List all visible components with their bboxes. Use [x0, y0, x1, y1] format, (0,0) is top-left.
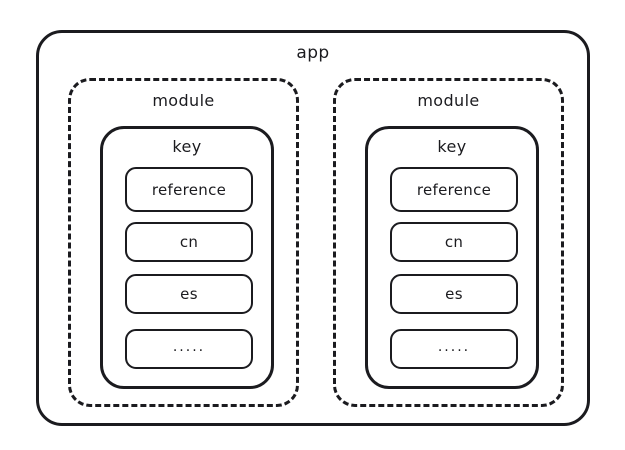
key-entry-list: reference cn es ..... — [390, 167, 518, 369]
key-container: key reference cn es ..... — [365, 126, 539, 389]
app-container: app module key reference cn es ..... — [36, 30, 590, 426]
key-entry-cn: cn — [390, 222, 518, 262]
entry-spacer — [390, 262, 518, 274]
entry-spacer — [390, 212, 518, 222]
key-entry-reference: reference — [125, 167, 253, 212]
key-label: key — [437, 137, 467, 156]
module-label: module — [417, 91, 480, 110]
key-label: key — [172, 137, 202, 156]
key-entry-reference: reference — [390, 167, 518, 212]
entry-spacer — [125, 262, 253, 274]
key-entry-cn: cn — [125, 222, 253, 262]
entry-spacer — [125, 212, 253, 222]
key-container: key reference cn es ..... — [100, 126, 274, 389]
key-entry-list: reference cn es ..... — [125, 167, 253, 369]
entry-spacer — [125, 314, 253, 329]
key-entry-ellipsis: ..... — [125, 329, 253, 369]
module-container: module key reference cn es ..... — [68, 78, 299, 407]
key-entry-es: es — [390, 274, 518, 314]
entry-spacer — [390, 314, 518, 329]
module-label: module — [152, 91, 215, 110]
module-container: module key reference cn es ..... — [333, 78, 564, 407]
app-label: app — [296, 43, 330, 63]
key-entry-ellipsis: ..... — [390, 329, 518, 369]
modules-row: module key reference cn es ..... — [68, 78, 564, 407]
key-entry-es: es — [125, 274, 253, 314]
